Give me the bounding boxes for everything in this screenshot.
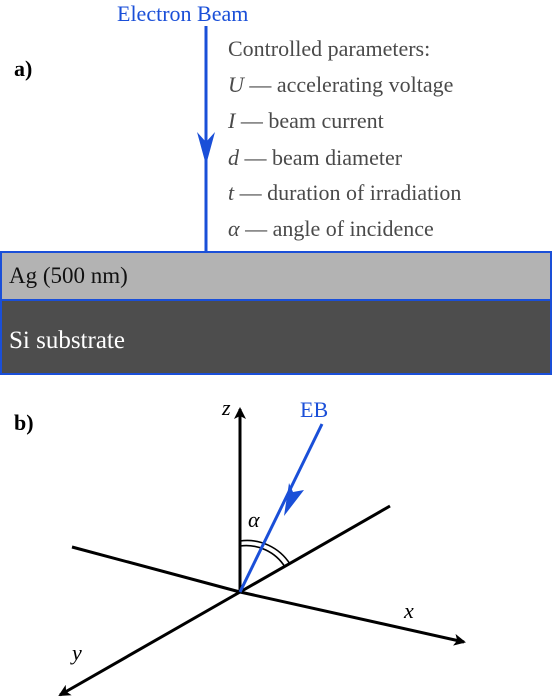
ag-layer-label: Ag (500 nm) bbox=[9, 263, 128, 288]
electron-beam-arrowhead bbox=[197, 132, 215, 165]
si-substrate-label: Si substrate bbox=[9, 327, 125, 354]
x-axis-label: x bbox=[403, 598, 414, 623]
parameters-list: Controlled parameters: U — accelerating … bbox=[227, 36, 461, 241]
ag-layer bbox=[1, 252, 551, 300]
eb-label: EB bbox=[300, 397, 328, 422]
panel-b-label: b) bbox=[14, 410, 34, 435]
param-angle: α — angle of incidence bbox=[228, 216, 434, 241]
parameters-title: Controlled parameters: bbox=[228, 36, 430, 61]
angle-label: α bbox=[248, 507, 260, 532]
z-axis-label: z bbox=[221, 395, 231, 420]
y-axis-label: y bbox=[70, 640, 82, 665]
param-diameter: d — beam diameter bbox=[228, 145, 403, 170]
negative-y-axis bbox=[239, 504, 391, 594]
layers-border bbox=[0, 251, 552, 375]
eb-beam-line bbox=[238, 423, 324, 593]
panel-a-label: a) bbox=[14, 56, 32, 81]
eb-beam-arrowhead bbox=[284, 483, 304, 516]
param-current: I — beam current bbox=[227, 108, 384, 133]
electron-beam-label: Electron Beam bbox=[117, 1, 248, 26]
param-duration: t — duration of irradiation bbox=[228, 180, 461, 205]
angle-arc-outer bbox=[239, 539, 291, 565]
si-substrate-layer bbox=[1, 300, 551, 374]
y-axis bbox=[58, 590, 241, 697]
negative-x-axis bbox=[71, 545, 241, 594]
x-axis bbox=[239, 590, 466, 646]
angle-arc-inner bbox=[239, 544, 286, 568]
param-voltage: U — accelerating voltage bbox=[228, 72, 453, 97]
